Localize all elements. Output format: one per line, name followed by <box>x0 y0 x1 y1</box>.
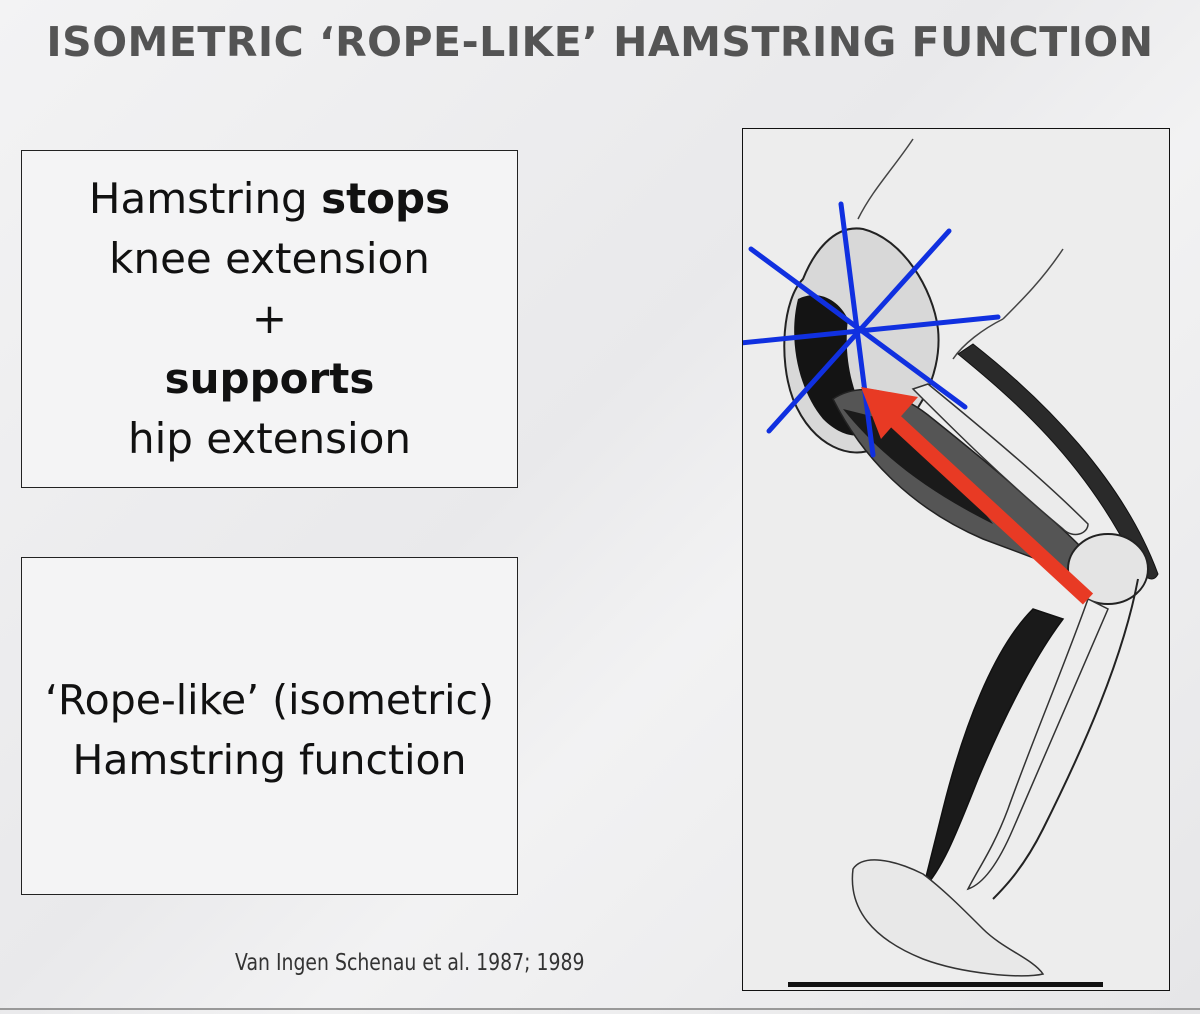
text-hamstring: Hamstring <box>88 174 322 223</box>
text-supports: supports <box>164 354 375 403</box>
anatomy-figure <box>742 128 1170 991</box>
text-stops: stops <box>321 174 451 223</box>
rope-like-box: ‘Rope-like’ (isometric) Hamstring functi… <box>21 557 518 895</box>
summary-box: Hamstring stops knee extension + support… <box>21 150 518 488</box>
box-line-5: hip extension <box>127 414 412 463</box>
slide-title: ISOMETRIC ‘ROPE-LIKE’ HAMSTRING FUNCTION <box>46 18 1154 66</box>
box-line-3: + <box>251 294 288 343</box>
citation: Van Ingen Schenau et al. 1987; 1989 <box>235 950 585 976</box>
slide-bottom-rule <box>0 1008 1200 1010</box>
box-line-2: knee extension <box>109 234 430 283</box>
leg-muscle-anatomy-icon <box>743 138 1159 987</box>
box-line-1: Hamstring stops <box>22 169 517 229</box>
rope-line-2: Hamstring function <box>72 736 467 784</box>
box-line-4: supports <box>22 349 517 409</box>
rope-line-1: ‘Rope-like’ (isometric) <box>44 676 495 724</box>
